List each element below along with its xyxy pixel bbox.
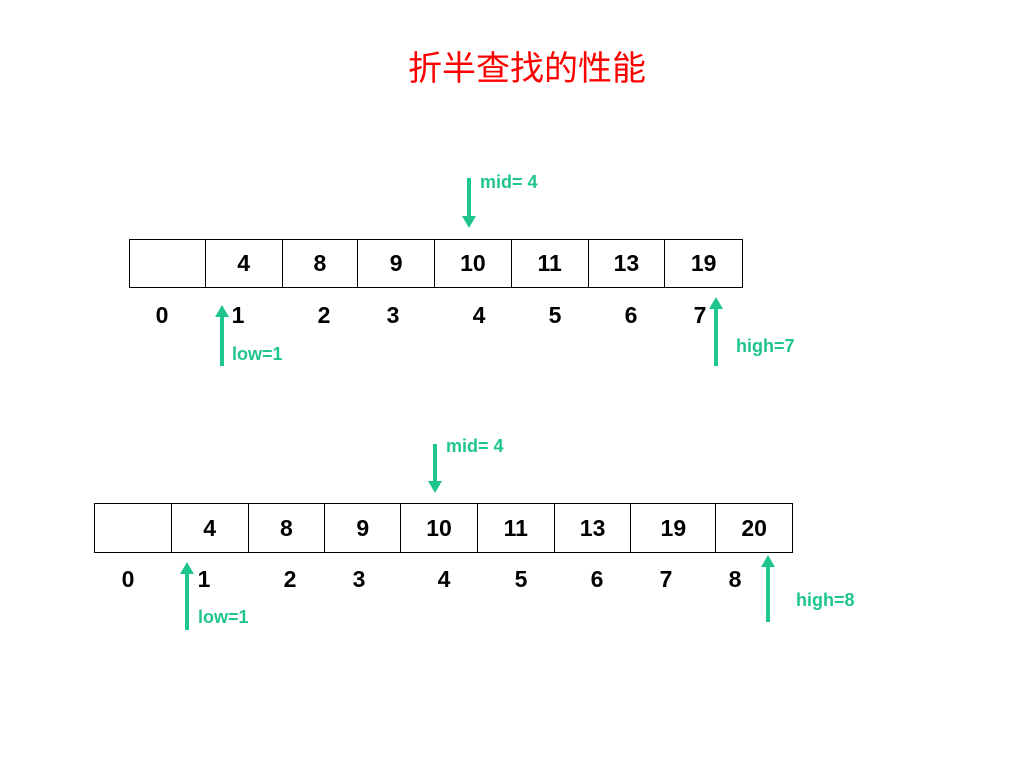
low-label: low=1 — [198, 607, 249, 627]
low-arrow-icon-head — [215, 305, 229, 317]
index-label-4: 4 — [472, 302, 486, 328]
index-label-1: 1 — [197, 566, 211, 592]
array-cell-4: 10 — [401, 504, 478, 552]
array-cell-4: 10 — [435, 240, 512, 287]
array-cell-1: 4 — [172, 504, 249, 552]
index-label-5: 5 — [514, 566, 528, 592]
index-label-7: 7 — [659, 566, 673, 592]
array-cell-3: 9 — [325, 504, 402, 552]
low-label: low=1 — [232, 344, 283, 364]
page-title: 折半查找的性能 — [408, 49, 646, 89]
high-arrow-icon-head — [761, 555, 775, 567]
index-label-0: 0 — [155, 302, 169, 328]
index-label-0: 0 — [121, 566, 135, 592]
array-cell-7: 19 — [631, 504, 717, 552]
array-cell-0 — [95, 504, 172, 552]
index-label-7: 7 — [693, 302, 707, 328]
index-label-2: 2 — [283, 566, 297, 592]
index-label-2: 2 — [317, 302, 331, 328]
mid-arrow-icon-head — [462, 216, 476, 228]
index-label-1: 1 — [231, 302, 245, 328]
array-cell-5: 11 — [478, 504, 555, 552]
array-cell-8: 20 — [741, 514, 767, 541]
index-label-3: 3 — [352, 566, 366, 592]
array-cell-1: 4 — [206, 240, 283, 287]
array-cell-2: 8 — [249, 504, 326, 552]
mid-label: mid= 4 — [446, 436, 504, 456]
array-cell-2: 8 — [283, 240, 359, 287]
array-cell-0 — [130, 240, 206, 287]
array-cell-3: 9 — [358, 240, 435, 287]
array-cell-6: 13 — [555, 504, 632, 552]
array-cell-5: 11 — [512, 240, 589, 287]
array-cell-7: 19 — [690, 250, 717, 276]
index-label-6: 6 — [624, 302, 638, 328]
index-label-3: 3 — [386, 302, 400, 328]
high-label: high=8 — [796, 590, 855, 610]
low-arrow-icon-head — [180, 562, 194, 574]
index-label-4: 4 — [437, 566, 451, 592]
high-label: high=7 — [736, 336, 795, 356]
mid-arrow-icon-head — [428, 481, 442, 493]
index-label-6: 6 — [590, 566, 604, 592]
index-label-8: 8 — [728, 566, 742, 592]
high-arrow-icon-head — [709, 297, 723, 309]
index-label-5: 5 — [548, 302, 562, 328]
array-cell-6: 13 — [589, 240, 666, 287]
mid-label: mid= 4 — [480, 172, 538, 192]
